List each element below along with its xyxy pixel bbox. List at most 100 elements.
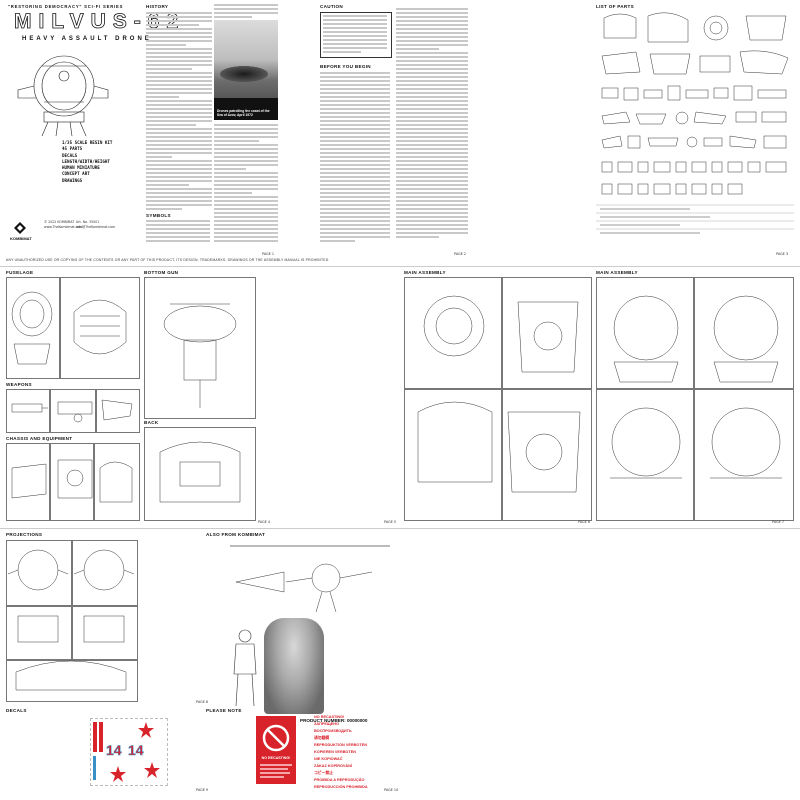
warning-line: 请勿翻模 [314, 736, 330, 740]
spec-item: CONCEPT ART [62, 171, 90, 177]
site-link[interactable]: www.TheKombimat.com [44, 225, 83, 229]
step-panel [144, 427, 256, 521]
projection-panel [6, 606, 72, 660]
copyright: © 2022 KOMBIMAT [44, 220, 75, 224]
step-panel [50, 443, 94, 521]
before-text-left [320, 72, 390, 244]
no-recasting-poster: NO RECASTING! [256, 716, 296, 784]
decal-number: 14 [128, 742, 144, 759]
page-label: PAGE 3 [776, 252, 789, 256]
promo-figure-drawing [233, 629, 257, 707]
decal-stripe-red [99, 722, 103, 752]
spec-item: DRAWINGS [62, 177, 83, 183]
art-number: Art. No. 35001 [76, 220, 100, 224]
back-heading: BACK [144, 420, 159, 425]
warning-line: KOPIEREN VERBOTEN [314, 750, 356, 754]
projection-panel [6, 540, 72, 606]
decal-stripe-red [93, 722, 97, 752]
caution-text-right [396, 8, 468, 80]
main-assembly-heading: MAIN ASSEMBLY [404, 270, 446, 275]
caution-box [320, 12, 392, 58]
parts-grid [596, 12, 794, 234]
before-heading: BEFORE YOU BEGIN [320, 64, 371, 69]
promo-figure-photo [264, 618, 324, 714]
history-text-2 [214, 124, 278, 224]
page-label: PAGE 4 [258, 520, 271, 524]
fuselage-drawing [11, 291, 53, 365]
main-assembly-drawing [417, 295, 581, 493]
caution-heading: CAUTION [320, 4, 344, 9]
kombimat-logo [14, 222, 26, 234]
step-panel [502, 389, 592, 521]
cover-title: MILVUS-62 [14, 10, 186, 34]
history-heading: HISTORY [146, 4, 169, 9]
warning-languages: NO RECASTING! ЗАПРЕЩЕНО ВОСПРОИЗВОДИТЬ 请… [314, 714, 374, 791]
email-link[interactable]: info@TheKombimat.com [76, 225, 116, 229]
spec-item: 1/35 SCALE RESIN KIT [62, 140, 113, 145]
cover-subtitle: HEAVY ASSAULT DRONE [22, 36, 152, 42]
main-assembly-drawing-2 [610, 295, 782, 479]
decal-stars [110, 722, 160, 782]
step-panel [50, 389, 96, 433]
cover-drone-drawing [17, 55, 109, 137]
history-text [146, 12, 212, 212]
projection-drawings [7, 549, 135, 691]
projections-heading: PROJECTIONS [6, 532, 43, 537]
spec-item: LENGTH/WIDTH/HEIGHT [62, 158, 110, 164]
cover-spec-list: 1/35 SCALE RESIN KIT 45 PARTS DECALS LEN… [62, 140, 112, 184]
symbols-table [146, 220, 278, 246]
row-divider [0, 528, 800, 529]
spec-item: DECALS [62, 152, 78, 158]
warning-line: NO RECASTING! [314, 715, 345, 719]
brand-name: KOMBIMAT [10, 236, 32, 241]
prohibited-icon [262, 724, 290, 752]
history-photo: Drones patrolling the coast of the Sea o… [214, 20, 278, 120]
page-label: PAGE 5 [384, 520, 397, 524]
row-divider [0, 266, 800, 267]
warning-line: NIE KOPIOWAĆ [314, 757, 343, 761]
projection-panel [6, 660, 138, 702]
symbols-heading: SYMBOLS [146, 213, 171, 218]
list-of-parts-heading: LIST OF PARTS [596, 4, 635, 9]
step-panel [6, 389, 50, 433]
step-panel [94, 443, 140, 521]
page-label: PAGE 2 [454, 252, 467, 256]
warning-line: ZÁKAZ KOPÍROVÁNÍ [314, 764, 352, 768]
before-text-right [396, 72, 468, 240]
step-panel [96, 389, 140, 433]
step-panel [6, 443, 50, 521]
weapons-drawing [11, 399, 133, 423]
page-label: PAGE 8 [196, 700, 209, 704]
spec-item: 45 PARTS [62, 146, 83, 152]
please-note-heading: PLEASE NOTE [206, 708, 242, 713]
warning-line: コピー禁止 [314, 771, 333, 775]
step-panel [694, 277, 794, 389]
weapons-heading: WEAPONS [6, 382, 32, 387]
spec-item: HUMAN MINIATURE [62, 165, 100, 171]
page-label: PAGE 6 [578, 520, 591, 524]
promo-header-line [230, 545, 390, 547]
caution-text [323, 15, 387, 55]
photo-caption: Drones patrolling the coast of the Sea o… [217, 109, 270, 117]
projection-panel [72, 540, 138, 606]
page-label: PAGE 9 [196, 788, 209, 792]
fuselage-heading: FUSELAGE [6, 270, 34, 275]
step-panel [404, 277, 502, 389]
warning-line: PROIBIDA A REPRODUÇÃO [314, 778, 365, 782]
page-label: PAGE 10 [384, 788, 399, 792]
decal-stripe-blue [93, 756, 96, 780]
warning-line: REPRODUCCIÓN PROHIBIDA [314, 785, 368, 789]
decal-number: 14 [106, 742, 122, 759]
page-label: PAGE 1 [262, 252, 275, 256]
cover-series: "RESTORING DEMOCRACY" SCI-FI SERIES [8, 4, 124, 9]
decal-sheet [90, 718, 168, 786]
fuselage-drawing-2 [73, 299, 127, 355]
no-recasting-label: NO RECASTING! [261, 756, 291, 760]
bottom-gun-drawing [163, 303, 237, 408]
projection-panel [72, 606, 138, 660]
history-text-top-right [214, 4, 278, 20]
warning-line: ЗАПРЕЩЕНО ВОСПРОИЗВОДИТЬ [314, 722, 352, 733]
main-assembly-heading-2: MAIN ASSEMBLY [596, 270, 638, 275]
chassis-drawing [11, 459, 133, 503]
copyright-notice: ANY UNAUTHORIZED USE OR COPYING OF THE C… [6, 258, 330, 262]
